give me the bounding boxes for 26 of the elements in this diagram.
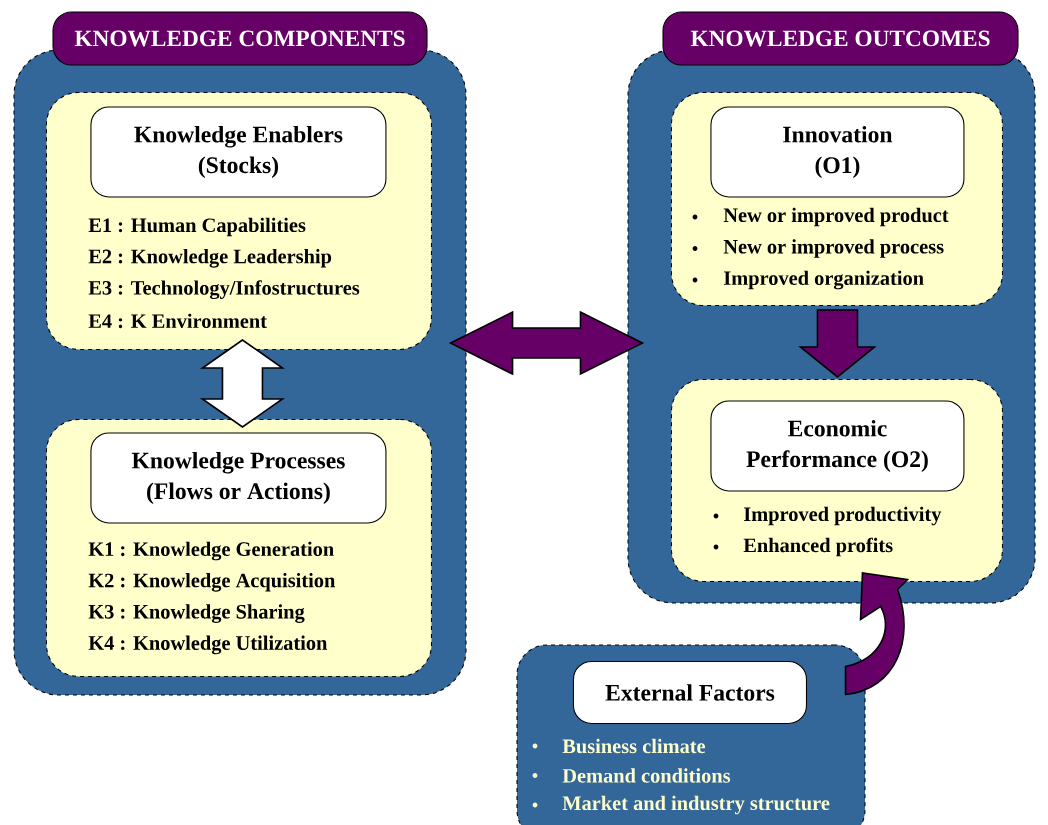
title-box: Innovation (O1) (710, 106, 965, 198)
list-item: K1 : Knowledge Generation (88, 541, 334, 561)
list-item: E1 : Human Capabilities (88, 217, 306, 237)
title-tab: KNOWLEDGE COMPONENTS (52, 11, 428, 66)
title-box: Knowledge Processes (Flows or Actions) (90, 432, 387, 524)
list-item: New or improved process (723, 239, 944, 258)
list-item: E2 : Knowledge Leadership (88, 248, 332, 268)
list-item: Market and industry structure (562, 795, 830, 815)
block-arrow (798, 309, 877, 378)
curved-arrow (844, 572, 909, 696)
list-item: E4 : K Environment (88, 313, 267, 329)
list-item: Enhanced profits (743, 537, 893, 557)
list-item: K4 : Knowledge Utilization (88, 635, 328, 655)
list-item: Demand conditions (562, 768, 731, 783)
block-arrow (199, 339, 285, 428)
list-item: K3 : Knowledge Sharing (88, 604, 305, 623)
list-item: K2 : Knowledge Acquisition (88, 573, 336, 592)
list-item: Business climate (562, 738, 706, 754)
title-tab: KNOWLEDGE OUTCOMES (662, 11, 1019, 66)
list-item: Improved productivity (743, 506, 942, 526)
title-box: Knowledge Enablers (Stocks) (90, 106, 387, 198)
title-box: External Factors (572, 660, 807, 724)
list-item: Improved organization (723, 270, 924, 290)
list-item: New or improved product (723, 207, 949, 227)
list-item: E3 : Technology/Infostructures (88, 280, 360, 300)
title-box: Economic Performance (O2) (710, 400, 965, 492)
